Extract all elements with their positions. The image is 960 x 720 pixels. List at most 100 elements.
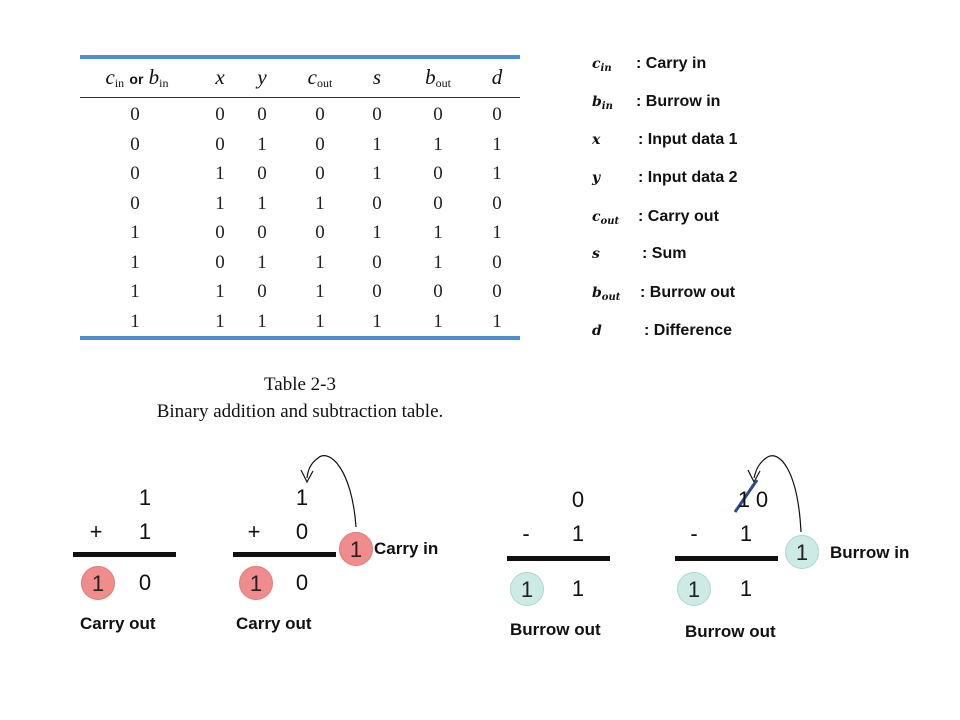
legend-desc: : Burrow in bbox=[636, 93, 721, 110]
borrow-in-label: Burrow in bbox=[830, 543, 910, 562]
table-cell: 1 bbox=[315, 251, 325, 273]
table-cell: 1 bbox=[215, 163, 225, 184]
table-cell: 0 bbox=[492, 251, 502, 273]
sum-digit: 0 bbox=[138, 570, 152, 595]
table-cell: 1 bbox=[315, 281, 325, 302]
table-cell: 0 bbox=[315, 104, 325, 125]
minus-operator: - bbox=[690, 521, 698, 546]
legend-desc: : Input data 1 bbox=[638, 131, 738, 148]
addend-bottom: 0 bbox=[295, 519, 309, 544]
table-cell: 1 bbox=[130, 281, 140, 302]
table-cell: 0 bbox=[215, 104, 225, 125]
struck-digit: 1 bbox=[737, 487, 751, 512]
plus-operator: + bbox=[247, 519, 261, 544]
table-cell: 1 bbox=[372, 163, 382, 184]
header-y: y bbox=[257, 65, 267, 89]
table-cell: 0 bbox=[130, 104, 140, 125]
header-bout: bout bbox=[425, 65, 451, 90]
table-cell: 0 bbox=[433, 281, 443, 302]
table-cell: 0 bbox=[215, 251, 225, 273]
carry-out-circle: 1 bbox=[81, 566, 115, 600]
difference-digit: 1 bbox=[571, 576, 585, 601]
difference-digit: 1 bbox=[739, 576, 753, 601]
table-cell: 0 bbox=[492, 192, 502, 214]
legend-desc: : Difference bbox=[644, 322, 733, 339]
table-cell: 1 bbox=[215, 192, 225, 214]
borrow-in-arrow bbox=[753, 455, 802, 533]
sum-bar bbox=[73, 552, 176, 557]
table-cell: 1 bbox=[315, 310, 325, 332]
table-cell: 0 bbox=[315, 163, 325, 184]
carry-out-label: Carry out bbox=[80, 614, 156, 633]
table-bottom-rule bbox=[80, 336, 520, 340]
table-cell: 1 bbox=[433, 310, 443, 332]
table-cell: 1 bbox=[257, 251, 267, 273]
legend-symbol: y bbox=[592, 170, 601, 186]
legend-desc: : Burrow out bbox=[640, 284, 736, 301]
legend-desc: : Carry out bbox=[638, 208, 719, 225]
header-s: s bbox=[372, 65, 382, 89]
table-cell: 0 bbox=[257, 104, 267, 125]
table-cell: 0 bbox=[433, 163, 443, 184]
addend-top: 1 bbox=[295, 485, 309, 510]
table-cell: 0 bbox=[257, 281, 267, 302]
table-top-rule bbox=[80, 55, 520, 59]
table-cell: 1 bbox=[372, 222, 382, 243]
table-cell: 1 bbox=[315, 192, 325, 214]
legend-symbol: cout bbox=[592, 209, 620, 227]
table-cell: 1 bbox=[372, 310, 382, 332]
table-cell: 1 bbox=[433, 133, 443, 155]
table-cell: 1 bbox=[433, 222, 443, 243]
legend-symbol: x bbox=[592, 132, 601, 148]
table-cell: 1 bbox=[130, 251, 140, 273]
sum-digit: 0 bbox=[295, 570, 309, 595]
table-cell: 1 bbox=[257, 192, 267, 214]
legend-desc: : Input data 2 bbox=[638, 169, 738, 186]
difference-bar bbox=[507, 556, 610, 561]
table-cell: 1 bbox=[130, 222, 140, 243]
carry-in-circle: 1 bbox=[339, 532, 373, 566]
legend-symbol: s bbox=[592, 246, 600, 262]
legend-symbol: d bbox=[592, 323, 602, 339]
addend-top: 1 bbox=[138, 485, 152, 510]
table-cell: 1 bbox=[372, 133, 382, 155]
table-cell: 0 bbox=[492, 281, 502, 302]
table-cell: 0 bbox=[215, 133, 225, 155]
table-cell: 0 bbox=[492, 104, 502, 125]
table-cell: 0 bbox=[257, 222, 267, 243]
header-x: x bbox=[215, 65, 225, 89]
table-header-rule bbox=[80, 97, 520, 98]
subtrahend: 1 bbox=[739, 521, 753, 546]
sum-bar bbox=[233, 552, 336, 557]
table-cell: 1 bbox=[130, 310, 140, 332]
legend-symbol: bout bbox=[592, 285, 621, 303]
table-cell: 1 bbox=[492, 222, 502, 243]
carry-out-circle: 1 bbox=[239, 566, 273, 600]
table-cell: 1 bbox=[215, 281, 225, 302]
table-cell: 0 bbox=[433, 104, 443, 125]
header-cin-or-bin: cin or bin bbox=[105, 65, 169, 90]
addend-bottom: 1 bbox=[138, 519, 152, 544]
legend-desc: : Carry in bbox=[636, 55, 707, 72]
minus-operator: - bbox=[522, 521, 530, 546]
table-cell: 0 bbox=[130, 133, 140, 155]
borrow-out-label: Burrow out bbox=[685, 622, 776, 641]
carry-in-arrowhead bbox=[300, 469, 314, 484]
table-cell: 1 bbox=[492, 133, 502, 155]
carry-out-label: Carry out bbox=[236, 614, 312, 633]
difference-bar bbox=[675, 556, 778, 561]
table-caption-text: Binary addition and subtraction table. bbox=[156, 401, 444, 422]
table-cell: 0 bbox=[433, 192, 443, 214]
table-cell: 0 bbox=[372, 281, 382, 302]
minuend: 0 bbox=[571, 487, 585, 512]
table-row: 1 1 0 1 0 0 0 bbox=[80, 277, 520, 306]
strike-line bbox=[733, 479, 759, 513]
table-cell: 1 bbox=[215, 310, 225, 332]
